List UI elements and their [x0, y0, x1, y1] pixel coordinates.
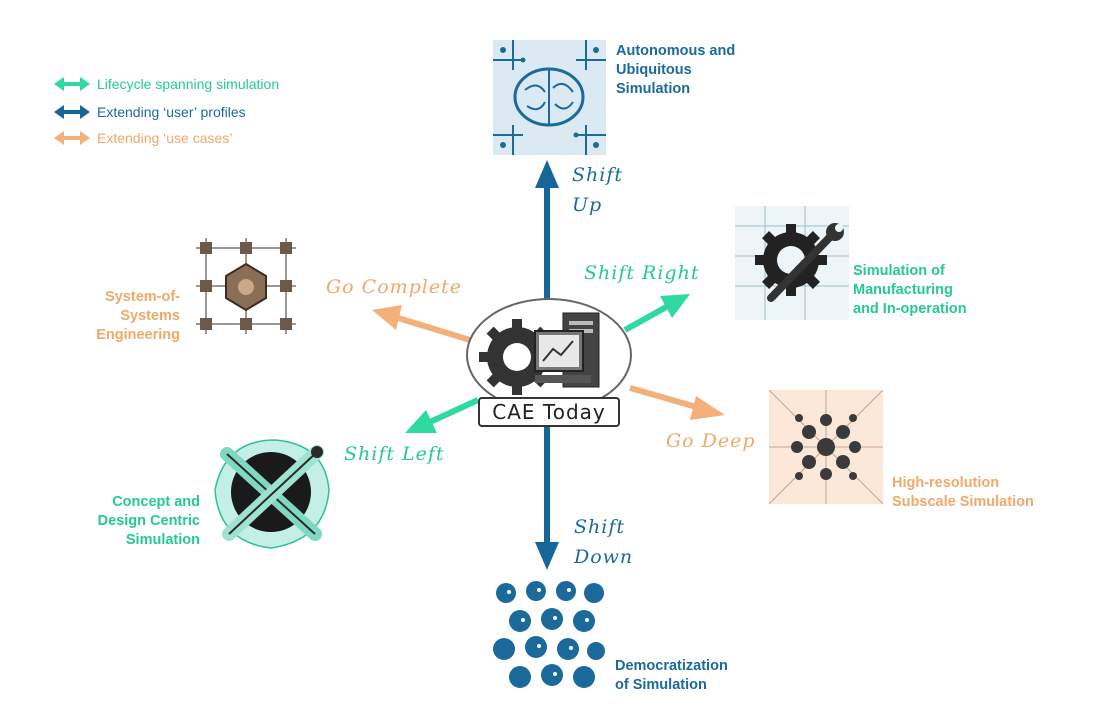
- double-arrow-icon: [54, 131, 90, 145]
- node-label-bottom: Democratization of Simulation: [615, 658, 728, 693]
- arrow-label-left: Shift Left: [344, 443, 445, 465]
- legend-item-usecase: Extending ‘use cases’: [54, 130, 232, 146]
- legend-item-user: Extending ‘user’ profiles: [54, 104, 246, 120]
- arrow-label-up: Shift Up: [572, 164, 623, 216]
- pencil-cross-icon: [214, 439, 330, 549]
- particle-lattice-icon: [769, 390, 883, 504]
- arrow-go-complete: [397, 315, 471, 343]
- arrow-head-left: [405, 410, 437, 433]
- center-label: CAE Today: [478, 397, 620, 427]
- arrow-head-up: [535, 160, 559, 188]
- arrow-label-right: Shift Right: [584, 262, 700, 284]
- legend-label: Extending ‘user’ profiles: [97, 104, 246, 120]
- brain-circuit-icon: [493, 40, 606, 155]
- arrow-label-deep: Go Deep: [666, 430, 756, 452]
- node-label-left: Concept and Design Centric Simulation: [97, 494, 200, 548]
- arrow-head-complete: [372, 305, 402, 330]
- center-hub: [465, 297, 633, 413]
- node-label-top: Autonomous and Ubiquitous Simulation: [616, 43, 736, 97]
- arrow-shift-left: [428, 397, 480, 425]
- arrow-head-down: [535, 542, 559, 570]
- computer-gear-icon: [466, 298, 632, 412]
- legend-label: Lifecycle spanning simulation: [97, 76, 280, 92]
- arrow-label-down: Shift Down: [574, 516, 634, 568]
- arrow-shift-right: [623, 303, 670, 333]
- arrow-head-right: [660, 294, 690, 318]
- legend-item-lifecycle: Lifecycle spanning simulation: [54, 76, 279, 92]
- node-label-deep: High-resolution Subscale Simulation: [892, 475, 1034, 510]
- legend-label: Extending ‘use cases’: [97, 130, 233, 146]
- people-crowd-icon: [490, 577, 606, 691]
- double-arrow-icon: [54, 77, 90, 91]
- arrow-head-deep: [690, 396, 725, 420]
- arrow-go-deep: [629, 385, 701, 411]
- node-label-right: Simulation of Manufacturing and In-opera…: [853, 263, 967, 317]
- arrow-label-complete: Go Complete: [326, 276, 463, 298]
- network-cubes-icon: [186, 228, 306, 344]
- gear-wrench-icon: [735, 206, 849, 320]
- node-label-complete: System-of- Systems Engineering: [96, 289, 180, 343]
- double-arrow-icon: [54, 105, 90, 119]
